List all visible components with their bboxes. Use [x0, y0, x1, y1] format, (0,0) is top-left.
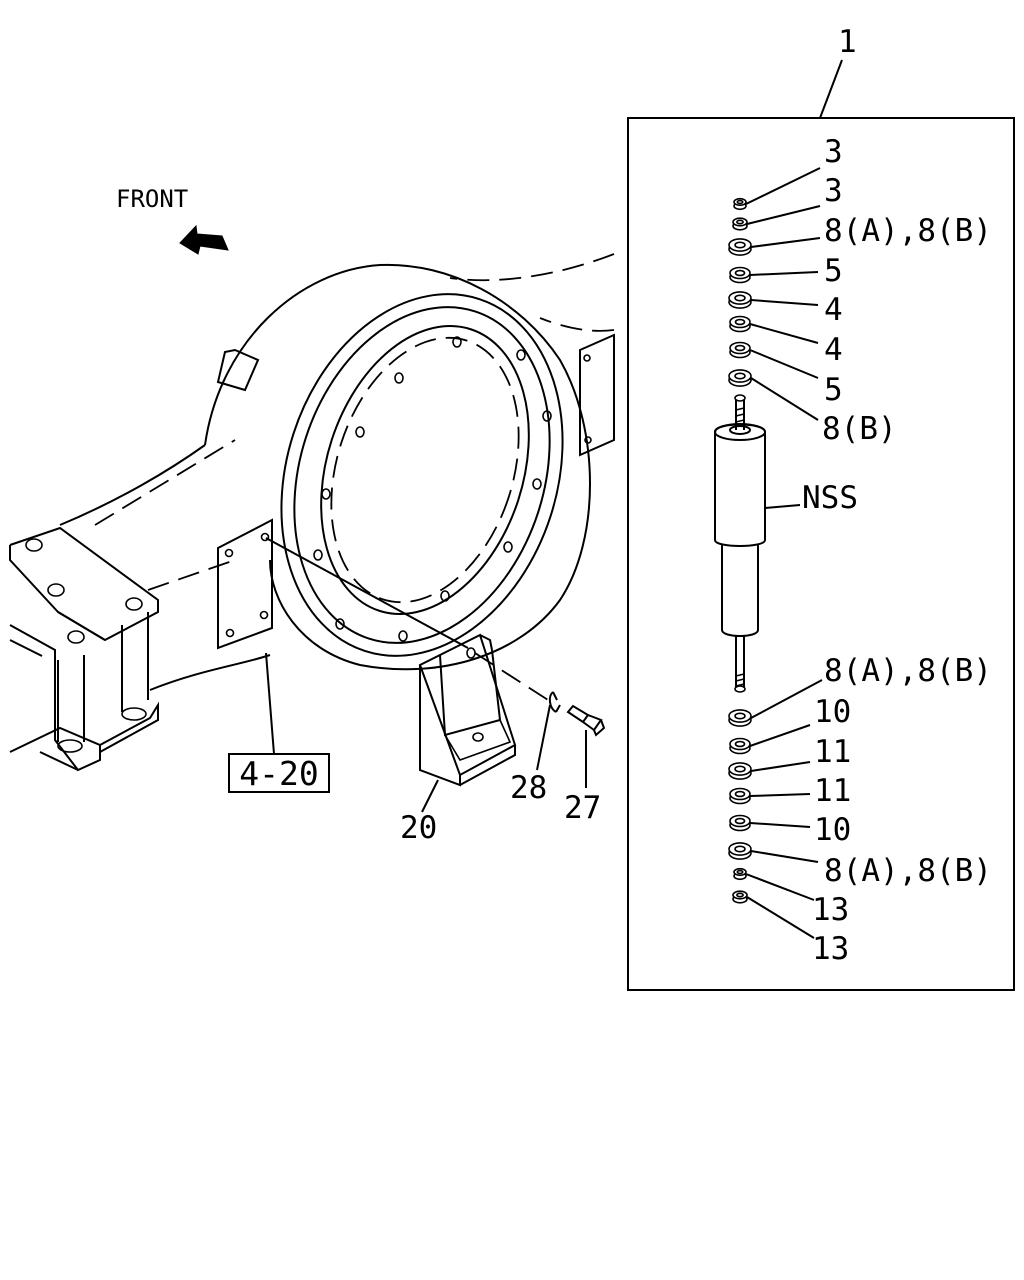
assembly-stack: 338(A),8(B)54458(B)NSS8(A),8(B)101111108… [728, 134, 992, 967]
stack-label: 10 [814, 694, 851, 730]
stack-label: 8(A),8(B) [824, 653, 992, 689]
front-label: FRONT [116, 185, 188, 213]
bolt [566, 704, 606, 737]
stack-part-nut [732, 890, 748, 904]
stack-leader [750, 679, 823, 719]
stack-leader [749, 323, 819, 344]
stack-label: NSS [802, 480, 858, 516]
stack-leader [750, 299, 819, 306]
stack-part-washer [729, 737, 751, 755]
reference-box-label: 4-20 [239, 754, 318, 793]
front-arrow-icon [179, 224, 229, 255]
stack-leader [749, 822, 811, 828]
stack-label: 3 [824, 134, 843, 170]
stack-leader [750, 761, 811, 772]
callout-bolt: 27 [564, 790, 601, 826]
leader-mount-hole [265, 537, 469, 649]
stack-label: 8(A),8(B) [824, 213, 992, 249]
stack-leader [750, 850, 819, 863]
reference-box: 4-20 [228, 652, 330, 793]
stack-label: 11 [814, 773, 851, 809]
shock-bracket [418, 633, 517, 787]
stack-leader [745, 873, 815, 901]
lock-washer [548, 691, 561, 713]
stack-label: 11 [814, 734, 851, 770]
callout-lock-washer: 28 [510, 770, 547, 806]
callout-bracket: 20 [400, 810, 437, 846]
stack-part-cup [728, 291, 752, 309]
stack-part-washer [729, 266, 751, 284]
assembly-panel: 1 338(A),8(B)54458(B)NSS8(A),8(B)1011111… [627, 24, 1015, 991]
bolt-axis-line [474, 652, 549, 701]
shock-absorber [714, 394, 801, 693]
stack-leader [750, 237, 821, 248]
stack-leader [749, 724, 811, 747]
stack-part-nut [733, 197, 747, 211]
leader-bracket [421, 779, 439, 813]
stack-leader [749, 349, 819, 379]
stack-part-washer [729, 787, 751, 805]
stack-leader [746, 205, 821, 225]
leader-lock-washer [536, 704, 551, 771]
assembly-callout-leader [819, 59, 843, 119]
stack-label: 4 [824, 332, 843, 368]
stack-part-cup [728, 369, 752, 387]
stack-leader [749, 271, 819, 276]
stack-leader [746, 896, 815, 939]
stack-label: 5 [824, 253, 843, 289]
stack-part-cup [728, 762, 752, 780]
stack-label: 8(A),8(B) [824, 853, 992, 889]
stack-label: 3 [824, 173, 843, 209]
stack-label: 4 [824, 292, 843, 328]
stack-label: 8(B) [822, 411, 897, 447]
stack-part-washer [728, 238, 752, 256]
stack-label: 10 [814, 812, 851, 848]
stack-part-washer [729, 814, 751, 832]
stack-part-nut [733, 867, 747, 881]
stack-leader [745, 167, 821, 205]
stack-label: 13 [812, 931, 849, 967]
stack-label: 13 [812, 892, 849, 928]
stack-part-washer [728, 709, 752, 727]
axle-housing [59, 253, 615, 691]
stack-part-washer [729, 341, 751, 359]
axle-mount-frame [9, 526, 159, 772]
stack-leader [750, 377, 819, 421]
assembly-frame [627, 117, 1015, 991]
stack-part-nut [732, 217, 748, 231]
stack-part-cup [728, 842, 752, 860]
assembly-callout: 1 [838, 24, 857, 60]
stack-leader [749, 793, 811, 797]
stack-label: 5 [824, 372, 843, 408]
stack-part-washer [729, 315, 751, 333]
